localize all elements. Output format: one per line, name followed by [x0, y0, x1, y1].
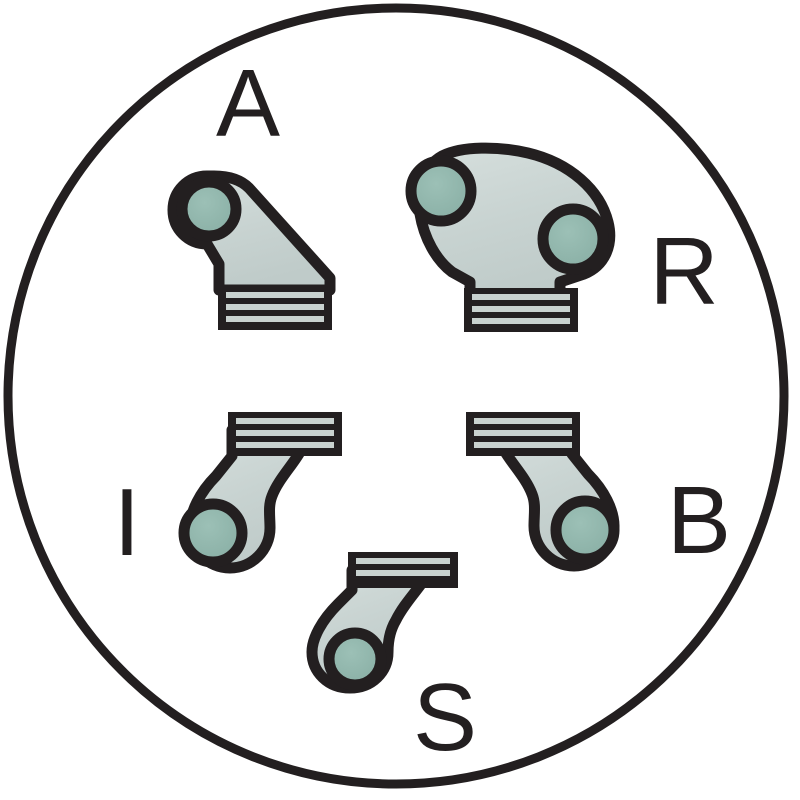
- terminal-label-b: B: [667, 467, 731, 574]
- terminal-a-hole: [176, 176, 242, 242]
- terminal-r[interactable]: [405, 142, 616, 332]
- terminal-label-r: R: [649, 218, 718, 325]
- terminal-b[interactable]: [466, 412, 620, 572]
- terminal-r-ribbed-base: [464, 288, 578, 332]
- terminal-r-hole-right: [537, 203, 609, 275]
- terminal-i-ribbed-base: [228, 412, 342, 456]
- terminal-r-hole-left: [405, 155, 477, 227]
- terminal-label-i: I: [114, 469, 141, 576]
- terminal-i[interactable]: [178, 412, 342, 574]
- terminal-label-a: A: [216, 50, 280, 157]
- terminal-a-ribbed-base: [218, 286, 332, 330]
- terminal-b-hole: [550, 495, 620, 565]
- connector-housing: [3, 3, 789, 789]
- terminal-label-s: S: [413, 664, 477, 771]
- housing-outer-circle: [3, 3, 789, 789]
- terminal-s-ribbed-base: [348, 552, 458, 588]
- terminal-i-hole: [178, 498, 248, 568]
- terminal-b-ribbed-base: [466, 412, 580, 456]
- terminal-a[interactable]: [167, 170, 336, 330]
- terminal-s-hole: [323, 627, 387, 691]
- terminal-s[interactable]: [306, 552, 458, 694]
